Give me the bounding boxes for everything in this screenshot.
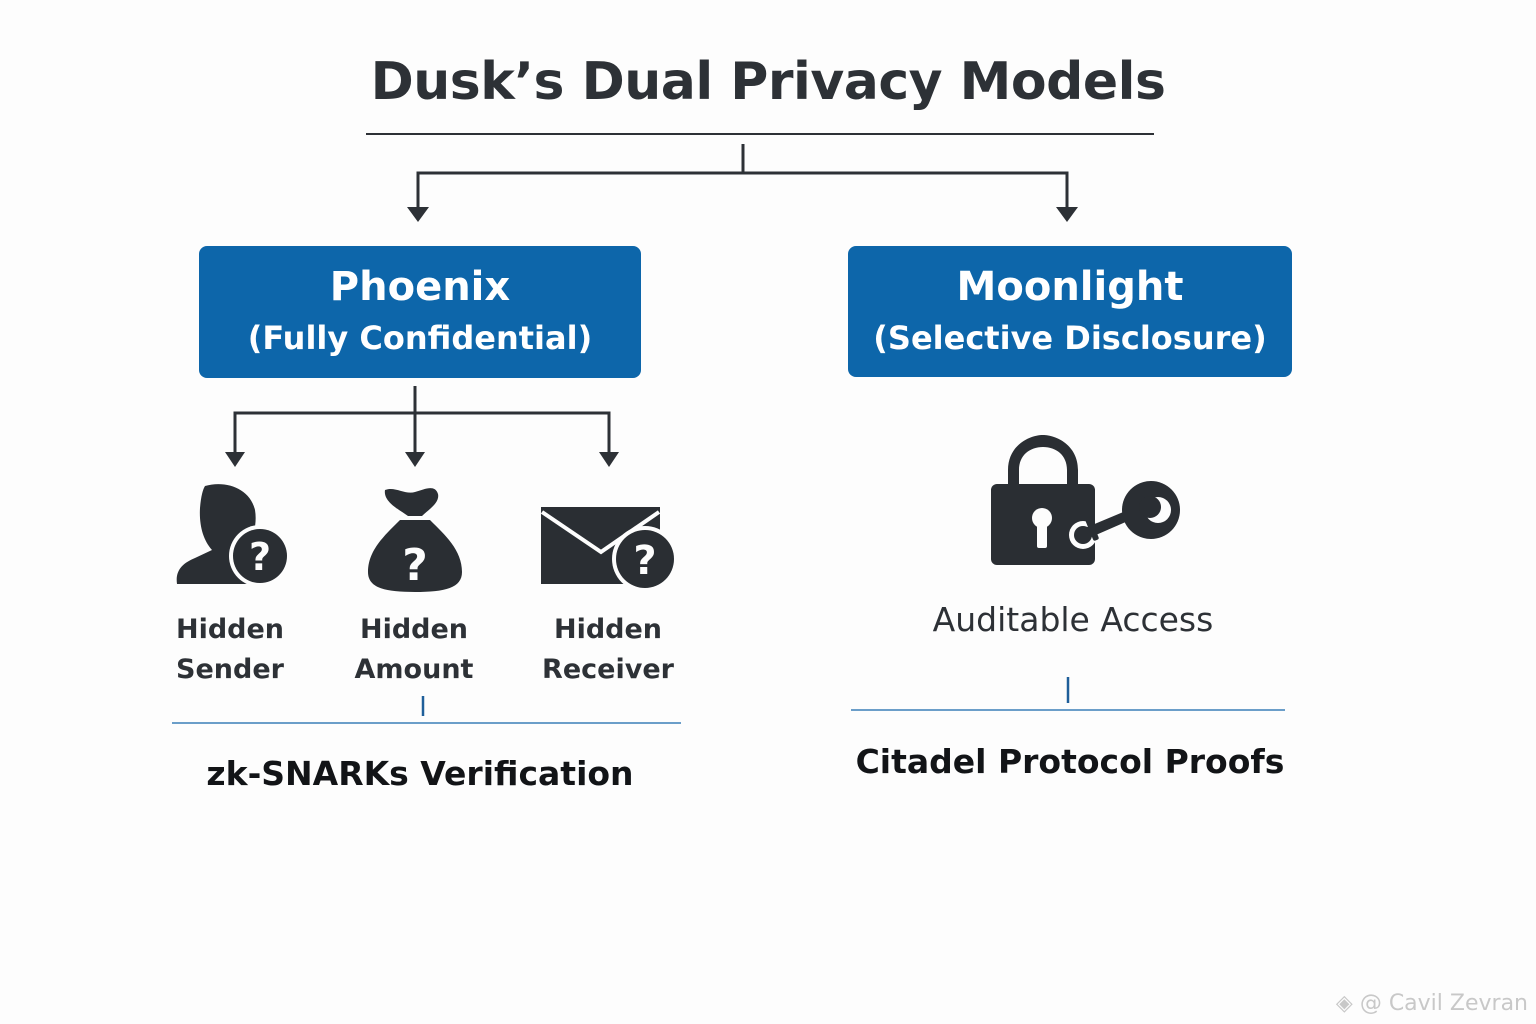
diamond-logo-icon: ◈: [1335, 991, 1360, 1016]
diagram-title: Dusk’s Dual Privacy Models: [370, 52, 1166, 112]
feature-line2: Sender: [176, 654, 284, 685]
watermark: ◈ @ Cavil Zevran: [1336, 991, 1528, 1016]
phoenix-title: Phoenix: [329, 264, 511, 310]
moonlight-box: Moonlight (Selective Disclosure): [848, 246, 1292, 377]
phoenix-subtitle: (Fully Confidential): [247, 319, 593, 357]
feature-hidden-receiver: Hidden Receiver: [528, 610, 688, 690]
moonlight-footer: Citadel Protocol Proofs: [855, 742, 1285, 781]
svg-text:?: ?: [633, 538, 656, 584]
phoenix-box: Phoenix (Fully Confidential): [199, 246, 641, 378]
phoenix-branch-connector: [233, 386, 611, 453]
moonlight-title: Moonlight: [956, 264, 1184, 310]
feature-hidden-sender: Hidden Sender: [150, 610, 310, 690]
watermark-text: @ Cavil Zevran: [1359, 991, 1528, 1016]
arrow-to-amount: [405, 452, 425, 467]
moonlight-subtitle: (Selective Disclosure): [873, 319, 1267, 357]
top-branch-connector: [416, 144, 1069, 207]
feature-line1: Hidden: [359, 614, 469, 645]
lock-key-icon: [991, 435, 1180, 565]
user-question-icon: ?: [176, 484, 291, 587]
feature-line2: Receiver: [542, 654, 674, 685]
feature-line2: Amount: [354, 654, 474, 685]
arrow-to-sender: [225, 452, 245, 467]
phoenix-footer: zk-SNARKs Verification: [206, 754, 634, 793]
svg-text:?: ?: [402, 540, 428, 591]
envelope-question-icon: ?: [540, 507, 678, 592]
feature-line1: Hidden: [553, 614, 663, 645]
feature-hidden-amount: Hidden Amount: [334, 610, 494, 690]
arrow-to-moonlight: [1056, 207, 1078, 222]
svg-text:?: ?: [249, 535, 271, 579]
arrow-to-phoenix: [407, 207, 429, 222]
feature-line1: Hidden: [175, 614, 285, 645]
arrow-to-receiver: [599, 452, 619, 467]
money-bag-question-icon: ?: [368, 488, 462, 592]
feature-auditable-access: Auditable Access: [932, 600, 1214, 639]
